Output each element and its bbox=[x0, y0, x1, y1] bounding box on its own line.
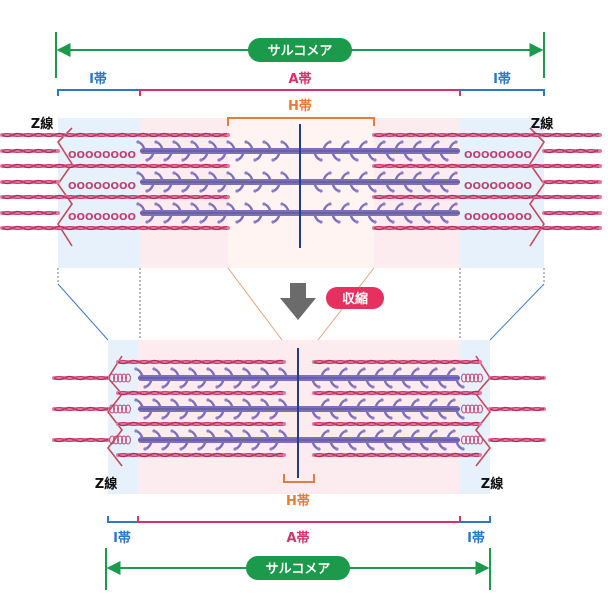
relaxed-actin-outer bbox=[2, 149, 58, 152]
relaxed-actin-right bbox=[374, 133, 600, 136]
relaxed-sarcomere: サルコメア I帯 A帯 I帯 H帯 Z線 Z線 OOOOOOOO OOOO bbox=[2, 32, 600, 268]
relaxed-actin-outer bbox=[544, 180, 600, 183]
contracted-actin-right bbox=[314, 391, 480, 394]
contracted-actin-right bbox=[314, 453, 480, 456]
contracted-sarcomere: Z線 Z線 H帯 I帯 A帯 I帯 サルコメア bbox=[54, 340, 544, 590]
relaxed-actin-left bbox=[2, 164, 228, 167]
contraction-label: 収縮 bbox=[342, 291, 368, 307]
contracted-actin-left bbox=[118, 422, 284, 425]
relaxed-actin-outer bbox=[2, 211, 58, 214]
relaxed-i-band-left-region bbox=[58, 118, 140, 268]
contracted-actin-outer bbox=[54, 407, 108, 410]
contracted-z-line-left-label: Z線 bbox=[95, 476, 118, 492]
contracted-i-band-left-label: I帯 bbox=[113, 530, 131, 546]
relaxed-actin-right bbox=[374, 164, 600, 167]
contracted-actin-outer bbox=[490, 376, 544, 379]
contracted-band-brackets: I帯 A帯 I帯 bbox=[108, 516, 490, 546]
contracted-h-band-label: H帯 bbox=[286, 493, 310, 509]
relaxed-i-band-left-label: I帯 bbox=[89, 71, 107, 87]
relaxed-titin-coil: OOOOOOOO bbox=[464, 150, 532, 161]
contraction-badge: 収縮 bbox=[326, 287, 384, 309]
contracted-actin-right bbox=[314, 360, 480, 363]
contracted-actin-outer bbox=[54, 376, 108, 379]
contracted-z-line-right-label: Z線 bbox=[481, 476, 504, 492]
relaxed-actin-outer bbox=[2, 180, 58, 183]
relaxed-actin-right bbox=[374, 226, 600, 229]
relaxed-titin-coil: OOOOOOOO bbox=[464, 181, 532, 192]
contracted-actin-left bbox=[118, 391, 284, 394]
contraction-arrow bbox=[280, 283, 316, 320]
relaxed-i-band-right-label: I帯 bbox=[493, 71, 511, 87]
relaxed-actin-outer bbox=[544, 149, 600, 152]
relaxed-actin-left bbox=[2, 133, 228, 136]
relaxed-i-band-right-region bbox=[460, 118, 544, 268]
relaxed-a-band-label: A帯 bbox=[288, 71, 311, 87]
contracted-a-band-label: A帯 bbox=[286, 530, 309, 546]
relaxed-sarcomere-label: サルコメア bbox=[268, 44, 333, 59]
relaxed-actin-right bbox=[374, 195, 600, 198]
contracted-actin-right bbox=[314, 422, 480, 425]
relaxed-z-line-right-label: Z線 bbox=[531, 116, 554, 132]
contracted-actin-left bbox=[118, 360, 284, 363]
contracted-i-band-right-label: I帯 bbox=[467, 530, 485, 546]
relaxed-myosin-filaments bbox=[136, 140, 460, 223]
contracted-actin-outer bbox=[54, 438, 108, 441]
contracted-actin-outer bbox=[490, 407, 544, 410]
contracted-sarcomere-label: サルコメア bbox=[266, 562, 331, 577]
contracted-sarcomere-bracket: サルコメア bbox=[106, 548, 490, 590]
relaxed-h-band-label: H帯 bbox=[288, 98, 312, 114]
relaxed-actin-outer bbox=[544, 211, 600, 214]
relaxed-z-line-left-label: Z線 bbox=[31, 116, 54, 132]
contracted-myosin-filaments bbox=[134, 367, 464, 450]
contracted-actin-left bbox=[118, 453, 284, 456]
relaxed-titin-coil: OOOOOOOO bbox=[68, 212, 136, 223]
relaxed-titin-coil: OOOOOOOO bbox=[68, 150, 136, 161]
relaxed-titin-coil: OOOOOOOO bbox=[68, 181, 136, 192]
relaxed-band-brackets: I帯 A帯 I帯 bbox=[58, 71, 544, 96]
relaxed-actin-left bbox=[2, 195, 228, 198]
contracted-actin-outer bbox=[490, 438, 544, 441]
relaxed-actin-left bbox=[2, 226, 228, 229]
relaxed-titin-coil: OOOOOOOO bbox=[464, 212, 532, 223]
